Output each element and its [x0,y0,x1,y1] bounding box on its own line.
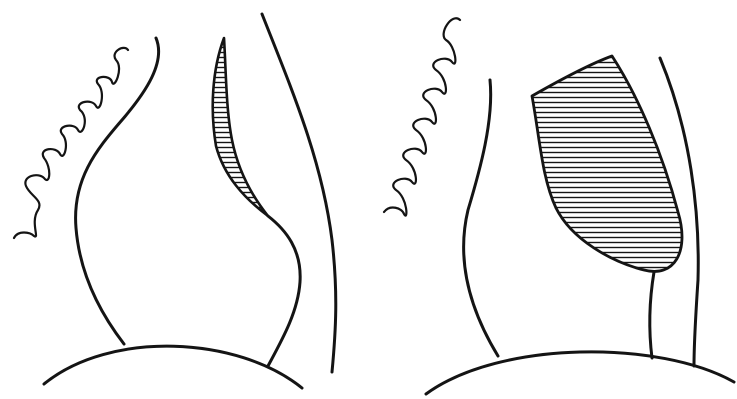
right-bulb-outline [464,80,498,356]
right-panel [384,18,734,394]
left-bulb-outline [76,38,159,344]
left-outer-line [262,14,336,372]
left-panel [14,14,336,388]
right-stem-inner [650,272,654,358]
left-hatched-sliver [213,38,268,216]
right-base-arc [426,352,734,394]
left-base-arc [44,346,302,388]
right-hatched-tube [532,56,682,271]
left-neck-line [268,216,300,366]
right-wavy-squiggle [384,18,460,215]
left-wavy-squiggle [14,48,128,238]
